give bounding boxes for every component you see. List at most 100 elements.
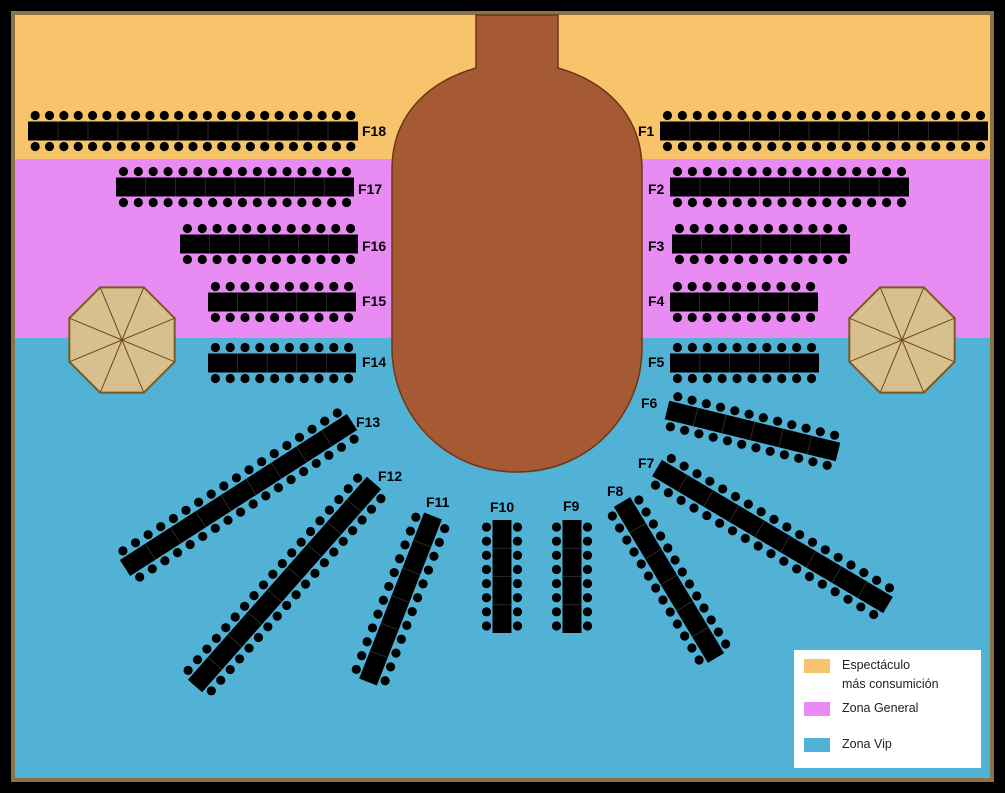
chair: [687, 395, 697, 405]
chair: [312, 197, 322, 208]
chair: [210, 281, 220, 292]
chair: [163, 197, 173, 208]
chair: [740, 533, 750, 544]
chair: [202, 110, 212, 121]
chair: [244, 643, 254, 653]
chair: [222, 166, 233, 177]
chair: [263, 622, 273, 632]
chair: [227, 223, 237, 234]
chair: [252, 197, 262, 208]
chair: [237, 197, 248, 208]
chair: [357, 650, 367, 661]
chair: [271, 254, 282, 265]
table-row-f14: F14: [208, 342, 386, 384]
chair: [481, 593, 492, 603]
chair: [702, 510, 712, 521]
chair: [641, 507, 651, 517]
chair: [841, 141, 851, 152]
chair: [282, 440, 292, 451]
chair: [296, 537, 306, 547]
table-row-f1: F1: [638, 110, 988, 152]
chair: [329, 281, 339, 292]
chair: [717, 342, 727, 353]
row-label: F13: [356, 414, 380, 430]
chair: [692, 469, 702, 479]
chair: [133, 166, 143, 177]
chair: [751, 443, 761, 453]
chair: [806, 373, 817, 384]
chair: [282, 197, 292, 208]
chair: [210, 373, 220, 384]
chair: [704, 223, 714, 234]
chair: [255, 312, 265, 323]
legend-label-vip: Zona Vip: [842, 735, 892, 754]
chair: [274, 110, 284, 121]
chair: [329, 547, 339, 557]
chair: [881, 197, 892, 208]
chair: [719, 223, 729, 234]
chair: [732, 312, 742, 323]
chair: [787, 420, 797, 430]
chair: [931, 110, 941, 121]
chair: [722, 110, 732, 121]
chair: [30, 141, 40, 152]
chair: [353, 473, 363, 483]
chair: [336, 442, 347, 452]
chair: [418, 579, 428, 589]
chair: [778, 254, 788, 265]
chair: [662, 110, 673, 121]
chair: [178, 197, 188, 208]
chair: [274, 141, 284, 152]
chair: [300, 579, 311, 589]
table-row-f5: F5: [648, 342, 819, 384]
chair: [193, 166, 203, 177]
chair: [699, 603, 709, 613]
chair: [357, 515, 367, 525]
chair: [30, 110, 40, 121]
chair: [717, 312, 727, 323]
table-row-f18: F18: [28, 110, 386, 152]
chair: [650, 480, 661, 490]
chair: [689, 503, 699, 513]
chair: [777, 373, 787, 384]
chair: [708, 432, 718, 442]
chair: [817, 579, 827, 589]
chair: [748, 223, 759, 234]
chair: [852, 197, 862, 208]
chair: [886, 141, 896, 152]
chair: [582, 578, 593, 589]
chair: [159, 110, 169, 121]
row-label: F7: [638, 455, 655, 471]
chair: [324, 505, 335, 515]
chair: [826, 141, 837, 152]
chair: [260, 110, 270, 121]
chair: [183, 665, 193, 676]
chair: [59, 110, 69, 121]
chair: [59, 141, 69, 152]
chair: [687, 373, 697, 384]
umbrella-icon: [848, 286, 956, 394]
chair: [722, 436, 733, 446]
chair: [512, 564, 523, 575]
chair: [822, 197, 832, 208]
chair: [481, 536, 492, 546]
chair: [248, 499, 258, 509]
chair: [230, 612, 240, 622]
chair: [297, 197, 307, 208]
chair: [102, 110, 112, 121]
chair: [198, 531, 208, 542]
chair: [747, 166, 757, 177]
chair: [481, 564, 492, 575]
chair: [777, 342, 787, 353]
chair: [346, 110, 356, 121]
chair: [133, 197, 143, 208]
chair: [747, 373, 757, 384]
chair: [702, 281, 712, 292]
chair: [314, 342, 324, 353]
row-label: F15: [362, 293, 386, 309]
chair: [181, 505, 191, 515]
chair: [320, 416, 330, 426]
chair: [400, 540, 410, 550]
chair: [242, 223, 252, 234]
chair: [666, 453, 676, 464]
